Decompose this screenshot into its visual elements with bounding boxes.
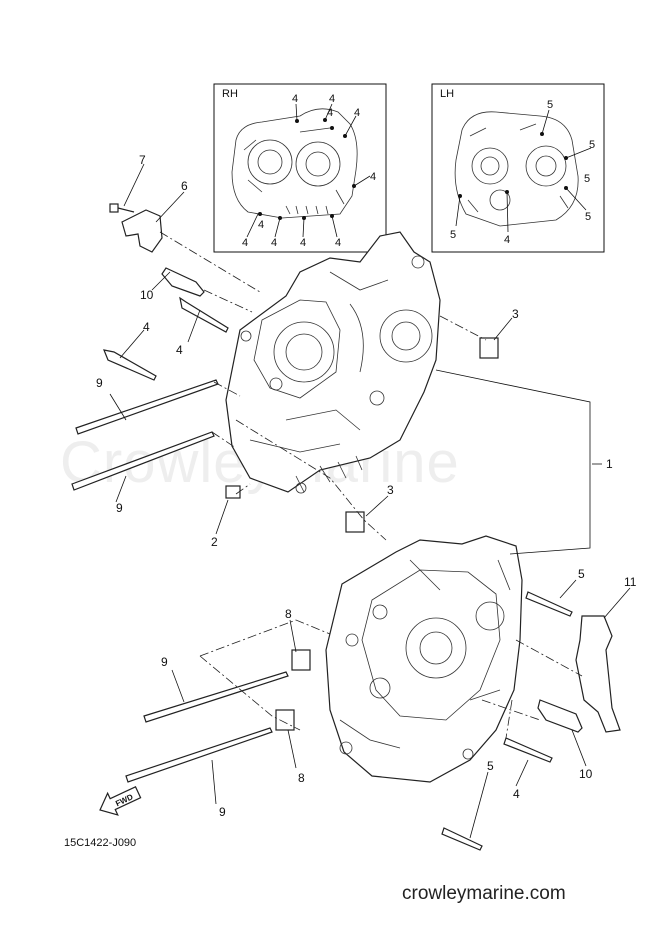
fwd-arrow-icon: FWD <box>99 786 142 816</box>
bolt-4-lower <box>503 737 553 763</box>
alignment-lines <box>159 231 583 739</box>
dowel-3-b <box>345 511 365 533</box>
callout-2: 2 <box>211 535 218 549</box>
callout-10-upper: 10 <box>140 288 154 302</box>
rh-label-4c: 4 <box>327 107 333 119</box>
lh-label-5a: 5 <box>547 99 553 111</box>
bolt-5-a <box>525 591 573 617</box>
inset-rh: RH 4 4 4 4 4 4 4 4 4 4 <box>213 83 387 253</box>
callout-8-b: 8 <box>298 771 305 785</box>
lh-label-5d: 5 <box>450 229 456 241</box>
callout-3-upper: 3 <box>512 307 519 321</box>
callout-4-lower: 4 <box>513 787 520 801</box>
plug-2 <box>225 485 241 499</box>
rh-label-4b: 4 <box>329 93 335 105</box>
crankcase-left-half <box>325 535 523 783</box>
callout-9-upper-a: 9 <box>96 376 103 390</box>
bracket-6 <box>121 209 163 253</box>
stud-9-lower-a <box>143 671 289 723</box>
screw-7 <box>109 203 135 213</box>
callout-4-upper-b: 4 <box>143 320 150 334</box>
plate-11 <box>575 615 621 733</box>
rh-label-4h: 4 <box>300 237 306 249</box>
rh-label-4g: 4 <box>271 237 277 249</box>
lh-label-4f: 4 <box>504 234 510 246</box>
callout-1: 1 <box>606 457 613 471</box>
rh-label-4i: 4 <box>335 237 341 249</box>
callout-8-a: 8 <box>285 607 292 621</box>
dowel-8-b <box>275 709 295 731</box>
callout-9-lower-a: 9 <box>161 655 168 669</box>
stud-9-lower-b <box>125 727 273 783</box>
callout-leaders <box>109 163 631 839</box>
inset-rh-title: RH <box>222 88 238 100</box>
stud-9-upper-b <box>71 431 215 491</box>
lh-label-5c: 5 <box>585 211 591 223</box>
site-url: crowleymarine.com <box>402 883 566 904</box>
dowel-10-lower <box>537 699 583 733</box>
dowel-10-upper <box>161 267 205 297</box>
bolt-5-b <box>441 827 483 851</box>
dowel-3-a <box>479 337 499 359</box>
callout-6: 6 <box>181 179 188 193</box>
rh-label-4f: 4 <box>242 237 248 249</box>
callout-5-a: 5 <box>578 567 585 581</box>
callout-9-lower-b: 9 <box>219 805 226 819</box>
bolt-4-upper-a <box>179 296 229 333</box>
callout-9-upper-b: 9 <box>116 501 123 515</box>
callout-3-lower: 3 <box>387 483 394 497</box>
rh-label-4d: 4 <box>354 107 360 119</box>
diagram-code: 15C1422-J090 <box>64 837 136 849</box>
rh-label-4e: 4 <box>370 171 376 183</box>
callout-11: 11 <box>624 575 637 589</box>
callout-4-upper-a: 4 <box>176 343 183 357</box>
callout-7: 7 <box>139 153 146 167</box>
callout-numbers: 7 6 10 4 4 3 9 1 9 2 3 5 11 8 9 10 8 4 5… <box>96 153 637 819</box>
rh-label-4a: 4 <box>292 93 298 105</box>
callout-10-lower: 10 <box>579 767 593 781</box>
lh-label-5b: 5 <box>589 139 595 151</box>
dowel-8-a <box>291 649 311 671</box>
lh-label-5e: 5 <box>584 173 590 185</box>
bolt-4-upper-b <box>103 349 157 381</box>
inset-lh: LH 5 5 5 5 5 4 <box>431 83 605 253</box>
callout-5-b: 5 <box>487 759 494 773</box>
rh-label-4j: 4 <box>258 219 264 231</box>
crankcase-right-half <box>225 231 441 494</box>
inset-lh-title: LH <box>440 88 454 100</box>
